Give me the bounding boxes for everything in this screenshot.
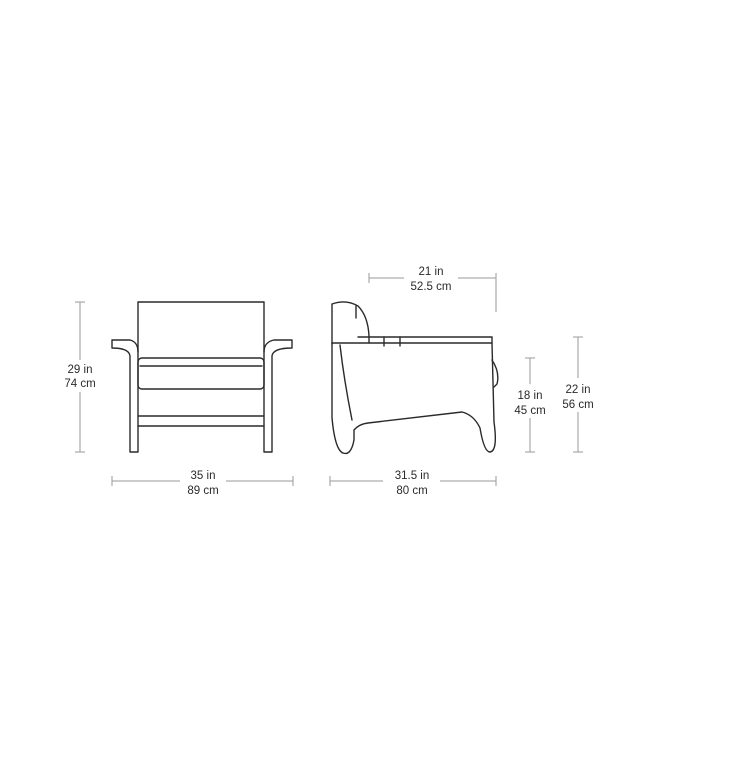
seat-depth-dimension: 21 in 52.5 cm — [368, 266, 497, 312]
front-height-metric: 74 cm — [64, 378, 95, 390]
side-rear-cushion — [491, 359, 499, 388]
front-width-dimension: 35 in 89 cm — [111, 470, 294, 497]
side-view-chair — [331, 301, 499, 455]
front-width-metric: 89 cm — [187, 485, 218, 497]
front-backrest — [137, 301, 265, 353]
front-height-imperial: 29 in — [68, 364, 93, 376]
side-depth-dimension: 31.5 in 80 cm — [329, 470, 497, 497]
seat-height-dimension: 18 in 45 cm — [508, 357, 554, 453]
seat-depth-metric: 52.5 cm — [411, 281, 452, 293]
front-left-armrest — [111, 339, 139, 453]
side-depth-imperial: 31.5 in — [395, 470, 430, 482]
arm-height-label-bg — [556, 378, 602, 412]
side-backrest — [331, 301, 370, 345]
seat-height-metric: 45 cm — [514, 405, 545, 417]
side-front-leg-line — [339, 344, 353, 421]
arm-height-metric: 56 cm — [562, 399, 593, 411]
front-height-label-bg — [58, 360, 102, 392]
side-frame-body — [331, 342, 497, 455]
arm-height-imperial: 22 in — [566, 384, 591, 396]
seat-depth-imperial: 21 in — [419, 266, 444, 278]
seat-height-imperial: 18 in — [518, 390, 543, 402]
arm-height-dimension: 22 in 56 cm — [556, 336, 602, 453]
front-width-imperial: 35 in — [191, 470, 216, 482]
side-seat-top — [331, 336, 493, 344]
side-depth-metric: 80 cm — [396, 485, 427, 497]
seat-height-label-bg — [508, 384, 554, 418]
front-seat-cushion — [137, 357, 265, 390]
front-right-armrest — [263, 339, 293, 453]
front-height-dimension: 29 in 74 cm — [58, 301, 102, 453]
front-view-chair — [111, 301, 293, 453]
